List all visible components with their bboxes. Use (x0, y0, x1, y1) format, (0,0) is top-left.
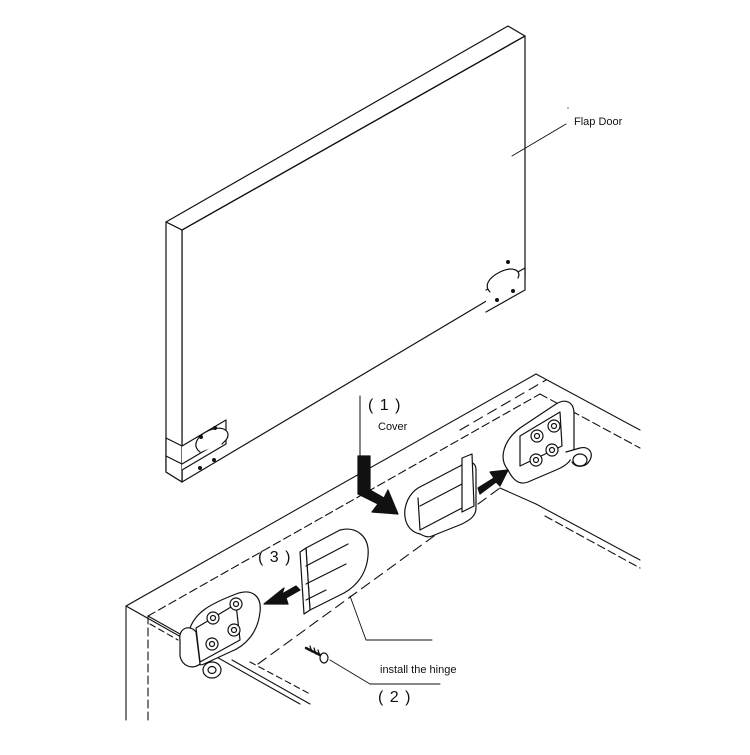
hinge-left (179, 591, 261, 679)
cover-piece (404, 453, 477, 538)
cover-piece-left (299, 528, 369, 615)
door-notch-right (485, 260, 526, 313)
arrow-step3 (263, 585, 301, 605)
flap-door-leader (511, 123, 567, 157)
screw-leader (329, 659, 441, 685)
step2-label: ( 2 ) (378, 689, 412, 706)
step1-label: ( 1 ) (368, 397, 402, 414)
arrow-step1 (357, 455, 399, 515)
door-notch-left (165, 419, 229, 483)
hinge-right (502, 400, 592, 484)
flap-door-panel (165, 25, 526, 483)
step3-label: ( 3 ) (258, 549, 292, 566)
cover-leader (349, 595, 433, 641)
cover-label: Cover (378, 421, 408, 433)
arrow-to-hinge-right (477, 469, 509, 495)
screw (304, 645, 329, 664)
cabinet-box (125, 373, 641, 721)
flap-door-label: Flap Door (574, 116, 623, 128)
install-hinge-label: install the hinge (380, 664, 457, 676)
